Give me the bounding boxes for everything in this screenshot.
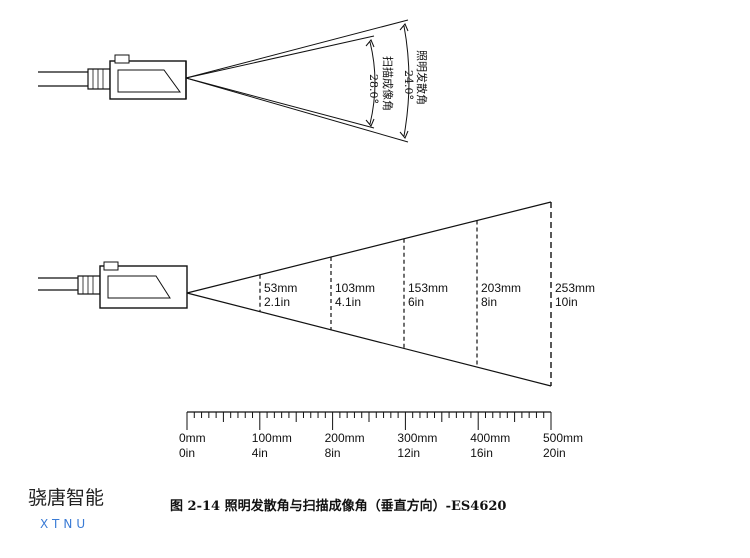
ruler-label-mm: 400mm (470, 431, 510, 445)
ruler-label-in: 16in (470, 446, 493, 460)
ruler-label-in: 8in (325, 446, 341, 460)
ruler-label-in: 0in (179, 446, 195, 460)
brand-name: 骁唐智能 (28, 487, 104, 509)
ruler-label-in: 4in (252, 446, 268, 460)
fov-section-mm: 253mm (555, 281, 595, 295)
fov-section-mm: 203mm (481, 281, 521, 295)
fov-section-in: 2.1in (264, 295, 290, 309)
ruler-label-in: 20in (543, 446, 566, 460)
ruler-label-mm: 100mm (252, 431, 292, 445)
ruler-label-mm: 0mm (179, 431, 206, 445)
illumination-angle-label: 照明发散角 (415, 50, 429, 105)
top-angle-arcs (365, 23, 410, 139)
fov-section-mm: 53mm (264, 281, 297, 295)
brand-logo: 骁唐智能 XTNU (28, 487, 104, 531)
top-scanner-view: 照明发散角 24.0° 扫描成像角 28.0° (38, 19, 429, 143)
ruler-label-mm: 300mm (397, 431, 437, 445)
ruler-label-mm: 200mm (325, 431, 365, 445)
fov-triangle (186, 201, 552, 387)
fov-section-mm: 103mm (335, 281, 375, 295)
illumination-angle-value: 24.0° (402, 70, 415, 100)
fov-section-in: 6in (408, 295, 424, 309)
scan-angle-value: 28.0° (367, 74, 380, 104)
fov-scanner-body (99, 261, 188, 309)
ruler-label-in: 12in (397, 446, 420, 460)
figure-caption: 图 2-14 照明发散角与扫描成像角（垂直方向）-ES4620 (170, 498, 506, 514)
fov-section-in: 4.1in (335, 295, 361, 309)
fov-section-in: 8in (481, 295, 497, 309)
fov-cable (38, 275, 101, 295)
top-beam-rays (185, 19, 409, 143)
scan-angle-label: 扫描成像角 (381, 56, 395, 111)
ruler-minor-ticks (186, 412, 552, 430)
brand-sub: XTNU (40, 517, 89, 531)
top-cable (38, 68, 111, 90)
ruler-label-mm: 500mm (543, 431, 583, 445)
top-scanner-body (109, 54, 187, 100)
fov-section-mm: 153mm (408, 281, 448, 295)
fov-section-in: 10in (555, 295, 578, 309)
